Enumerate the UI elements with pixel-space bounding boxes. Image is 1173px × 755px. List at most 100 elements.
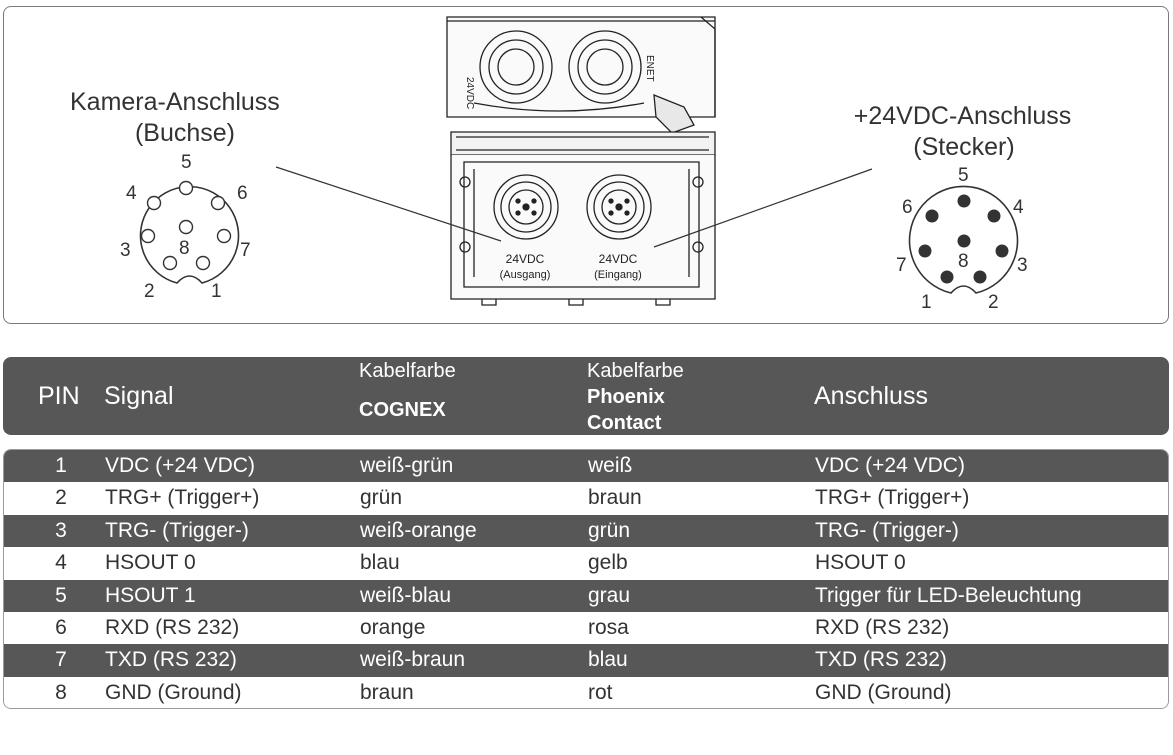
- plug-pin-8: [957, 234, 971, 248]
- socket-pin-label-1: 1: [211, 281, 222, 302]
- plug-pin-4: [987, 209, 1001, 223]
- phoenix-color-cell: blau: [588, 648, 628, 672]
- top-port-label-left: 24VDC: [464, 77, 475, 109]
- anschluss-cell: VDC (+24 VDC): [815, 454, 965, 477]
- header-pin: PIN: [38, 382, 80, 410]
- cognex-color-cell: weiß-blau: [360, 583, 452, 607]
- phoenix-color-cell: gelb: [588, 551, 628, 575]
- phoenix-color-cell: grün: [588, 518, 631, 542]
- table-row: 5 HSOUT 1 weiß-blau grau Trigger für LED-Bel…: [4, 579, 1168, 612]
- pin-cell: 3: [55, 518, 67, 542]
- pin-cell: 5: [55, 583, 67, 607]
- cognex-color-cell: braun: [360, 680, 414, 704]
- phoenix-color-cell: grau: [588, 583, 631, 607]
- pin-cell: 2: [55, 486, 67, 510]
- socket-pin-label-5: 5: [181, 152, 192, 173]
- signal-cell: HSOUT 1: [105, 583, 196, 607]
- pin-cell: 1: [55, 454, 67, 477]
- plug-pin-label-5: 5: [958, 165, 969, 186]
- camera-connector-subtitle: (Buchse): [134, 119, 236, 147]
- anschluss-cell: HSOUT 0: [815, 551, 906, 575]
- socket-pin-7: [216, 228, 232, 244]
- signal-cell: RXD (RS 232): [105, 615, 240, 639]
- camera-connector-title: Kamera-Anschluss: [70, 88, 280, 116]
- pin-table: 1 VDC (+24 VDC) weiß-grün weiß VDC (+24 VDC)…: [3, 449, 1169, 709]
- socket-pin-8: [178, 219, 194, 235]
- socket-pin-label-7: 7: [240, 240, 251, 261]
- table-row: 6 RXD (RS 232) orange rosa RXD (RS 232): [4, 611, 1168, 645]
- anschluss-cell: RXD (RS 232): [815, 615, 950, 639]
- anschluss-cell: TRG- (Trigger-): [815, 518, 959, 542]
- pin-cell: 7: [55, 648, 67, 672]
- plug-pin-label-1: 1: [921, 292, 932, 313]
- header-phoenix-line1: Kabelfarbe: [587, 360, 684, 382]
- anschluss-cell: TRG+ (Trigger+): [815, 486, 970, 510]
- socket-pin-3: [140, 228, 156, 244]
- cognex-color-cell: grün: [360, 486, 403, 510]
- cognex-color-cell: blau: [360, 551, 400, 575]
- cognex-color-cell: weiß-orange: [360, 518, 477, 542]
- plug-pin-label-2: 2: [988, 292, 999, 313]
- header-phoenix-line2: Phoenix: [587, 386, 665, 408]
- pin-cell: 8: [55, 680, 67, 704]
- signal-cell: VDC (+24 VDC): [105, 454, 255, 477]
- socket-pin-1: [195, 255, 211, 271]
- plug-pin-5: [957, 194, 971, 208]
- plug-pin-3: [995, 244, 1009, 258]
- socket-pin-label-3: 3: [120, 240, 131, 261]
- header-cognex-line1: Kabelfarbe: [359, 360, 456, 382]
- power-connector-plug: [908, 185, 1019, 294]
- phoenix-color-cell: rot: [588, 680, 613, 704]
- header-anschluss: Anschluss: [814, 382, 928, 410]
- signal-cell: HSOUT 0: [105, 551, 196, 575]
- plug-pin-label-7: 7: [896, 255, 907, 276]
- connector-diagram: 24VDC (Ausgang) 24VDC (Eingang) 24VDC EN…: [3, 6, 1169, 324]
- phoenix-color-cell: braun: [588, 486, 642, 510]
- leader-line-power: [653, 168, 873, 248]
- socket-pin-6: [210, 195, 226, 211]
- table-header: PIN Signal Kabelfarbe COGNEX Kabelfarbe …: [3, 357, 1169, 435]
- anschluss-cell: Trigger für LED-Beleuchtung: [815, 583, 1082, 607]
- cognex-color-cell: weiß-braun: [360, 648, 466, 672]
- socket-pin-2: [162, 255, 178, 271]
- socket-pin-label-6: 6: [237, 183, 248, 204]
- right-port-sublabel: (Eingang): [594, 269, 642, 281]
- signal-cell: GND (Ground): [105, 680, 242, 704]
- anschluss-cell: TXD (RS 232): [815, 648, 947, 672]
- plug-pin-label-6: 6: [902, 197, 913, 218]
- device-illustration: [446, 16, 716, 306]
- diagram-graphics: 24VDC (Ausgang) 24VDC (Eingang) 24VDC EN…: [139, 16, 1019, 306]
- left-port-label: 24VDC: [506, 252, 545, 266]
- table-row: 4 HSOUT 0 blau gelb HSOUT 0: [4, 547, 1168, 580]
- left-port-sublabel: (Ausgang): [500, 269, 551, 281]
- plug-pin-label-8: 8: [958, 251, 969, 272]
- pin-cell: 6: [55, 615, 67, 639]
- phoenix-color-cell: rosa: [588, 615, 629, 639]
- socket-pin-4: [146, 195, 162, 211]
- table-row: 1 VDC (+24 VDC) weiß-grün weiß VDC (+24 VDC): [4, 450, 1168, 483]
- signal-cell: TRG- (Trigger-): [105, 518, 249, 542]
- pin-cell: 4: [55, 551, 67, 575]
- phoenix-color-cell: weiß: [588, 454, 633, 477]
- plug-pin-2: [973, 270, 987, 284]
- header-cognex-line2: COGNEX: [359, 399, 446, 421]
- leader-line-camera: [275, 166, 502, 242]
- plug-pin-1: [940, 270, 954, 284]
- power-connector-subtitle: (Stecker): [913, 133, 1015, 161]
- camera-connector-socket: [139, 180, 240, 284]
- cognex-color-cell: weiß-grün: [360, 454, 454, 477]
- plug-pin-6: [925, 209, 939, 223]
- anschluss-cell: GND (Ground): [815, 680, 952, 704]
- socket-pin-5: [178, 180, 194, 196]
- power-connector-title: +24VDC-Anschluss: [853, 102, 1072, 130]
- plug-pin-7: [918, 244, 932, 258]
- table-row: 8 GND (Ground) braun rot GND (Ground): [4, 676, 1168, 708]
- cognex-color-cell: orange: [360, 615, 426, 639]
- socket-pin-label-2: 2: [144, 281, 155, 302]
- socket-pin-label-4: 4: [126, 183, 137, 204]
- top-port-label-right: ENET: [644, 55, 655, 82]
- header-signal: Signal: [104, 382, 174, 410]
- plug-pin-label-3: 3: [1017, 255, 1028, 276]
